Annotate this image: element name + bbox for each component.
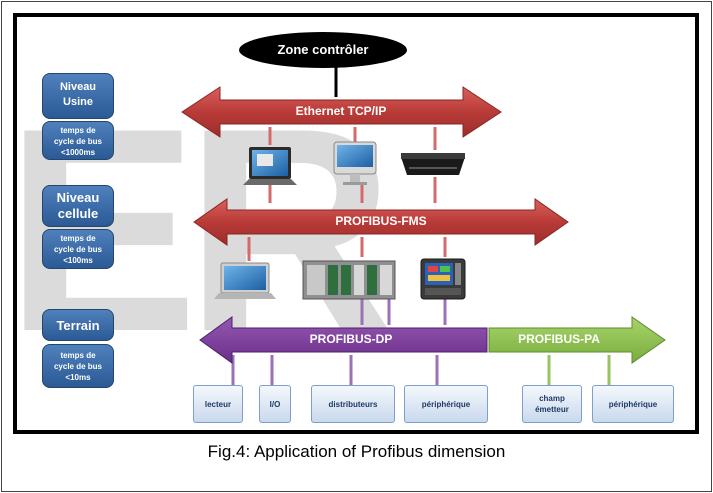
zone-controller-label: Zone contrôler — [277, 42, 369, 57]
field-device-champ-label: champ — [539, 394, 565, 403]
cycle-box-usine: temps de cycle de bus <1000ms — [42, 121, 114, 160]
cycle-usine-line3: <1000ms — [60, 148, 96, 157]
pa-label: PROFIBUS-PA — [518, 332, 600, 346]
fms-bus-arrow — [193, 198, 569, 246]
cycle-terrain-line3: <10ms — [65, 373, 91, 382]
settop-box-icon — [401, 153, 465, 175]
cycle-cellule-line2: cycle de bus — [53, 245, 103, 254]
field-device-champ-emetteur: champ émetteur — [522, 385, 582, 423]
laptop-icon — [243, 147, 297, 185]
cycle-cellule-line1: temps de — [60, 234, 96, 243]
imac-icon — [333, 141, 377, 185]
cycle-box-terrain: temps de cycle de bus <10ms — [42, 344, 114, 388]
level-title-terrain: Terrain — [56, 318, 100, 333]
ethernet-label: Ethernet TCP/IP — [295, 104, 387, 118]
network-diagram: E R — [13, 13, 699, 434]
field-device-io-label: I/O — [269, 399, 281, 409]
cycle-terrain-line1: temps de — [60, 351, 96, 360]
level-title-cellule-1: Niveau — [56, 190, 100, 205]
hmi-panel-icon — [420, 258, 466, 300]
field-device-lecteur: lecteur — [193, 385, 243, 423]
level-box-cellule: Niveau cellule — [42, 185, 114, 227]
plc-rack-icon — [302, 260, 396, 300]
ethernet-bus-arrow — [181, 86, 502, 138]
level-box-terrain: Terrain — [42, 309, 114, 341]
field-device-peripherique-dp-label: périphérique — [421, 399, 471, 409]
field-device-emetteur-label: émetteur — [535, 405, 569, 414]
cycle-terrain-line2: cycle de bus — [53, 362, 103, 371]
cycle-cellule-line3: <100ms — [63, 256, 93, 265]
field-device-lecteur-label: lecteur — [204, 399, 232, 409]
network-svg — [181, 57, 666, 385]
fms-label: PROFIBUS-FMS — [335, 214, 427, 228]
field-device-distributeurs: distributeurs — [311, 385, 395, 423]
field-device-peripherique-pa: périphérique — [592, 385, 674, 423]
zone-controller: Zone contrôler — [239, 32, 407, 68]
cycle-box-cellule: temps de cycle de bus <100ms — [42, 229, 114, 269]
dp-label: PROFIBUS-DP — [309, 332, 393, 346]
cycle-usine-line1: temps de — [60, 126, 96, 135]
dp-bus-arrow — [199, 316, 488, 364]
pa-bus-arrow — [488, 316, 666, 364]
field-device-io: I/O — [259, 385, 291, 423]
macbook-icon — [214, 262, 276, 299]
level-box-usine: Niveau Usine — [42, 73, 114, 119]
field-device-peripherique-pa-label: périphérique — [608, 399, 658, 409]
level-title-usine-1: Niveau — [59, 81, 97, 93]
field-device-distributeurs-label: distributeurs — [328, 399, 378, 409]
field-device-peripherique-dp: périphérique — [404, 385, 488, 423]
level-title-cellule-2: cellule — [57, 206, 99, 221]
figure-caption: Fig.4: Application of Profibus dimension — [207, 442, 506, 461]
cycle-usine-line2: cycle de bus — [53, 137, 103, 146]
level-title-usine-2: Usine — [63, 96, 93, 108]
